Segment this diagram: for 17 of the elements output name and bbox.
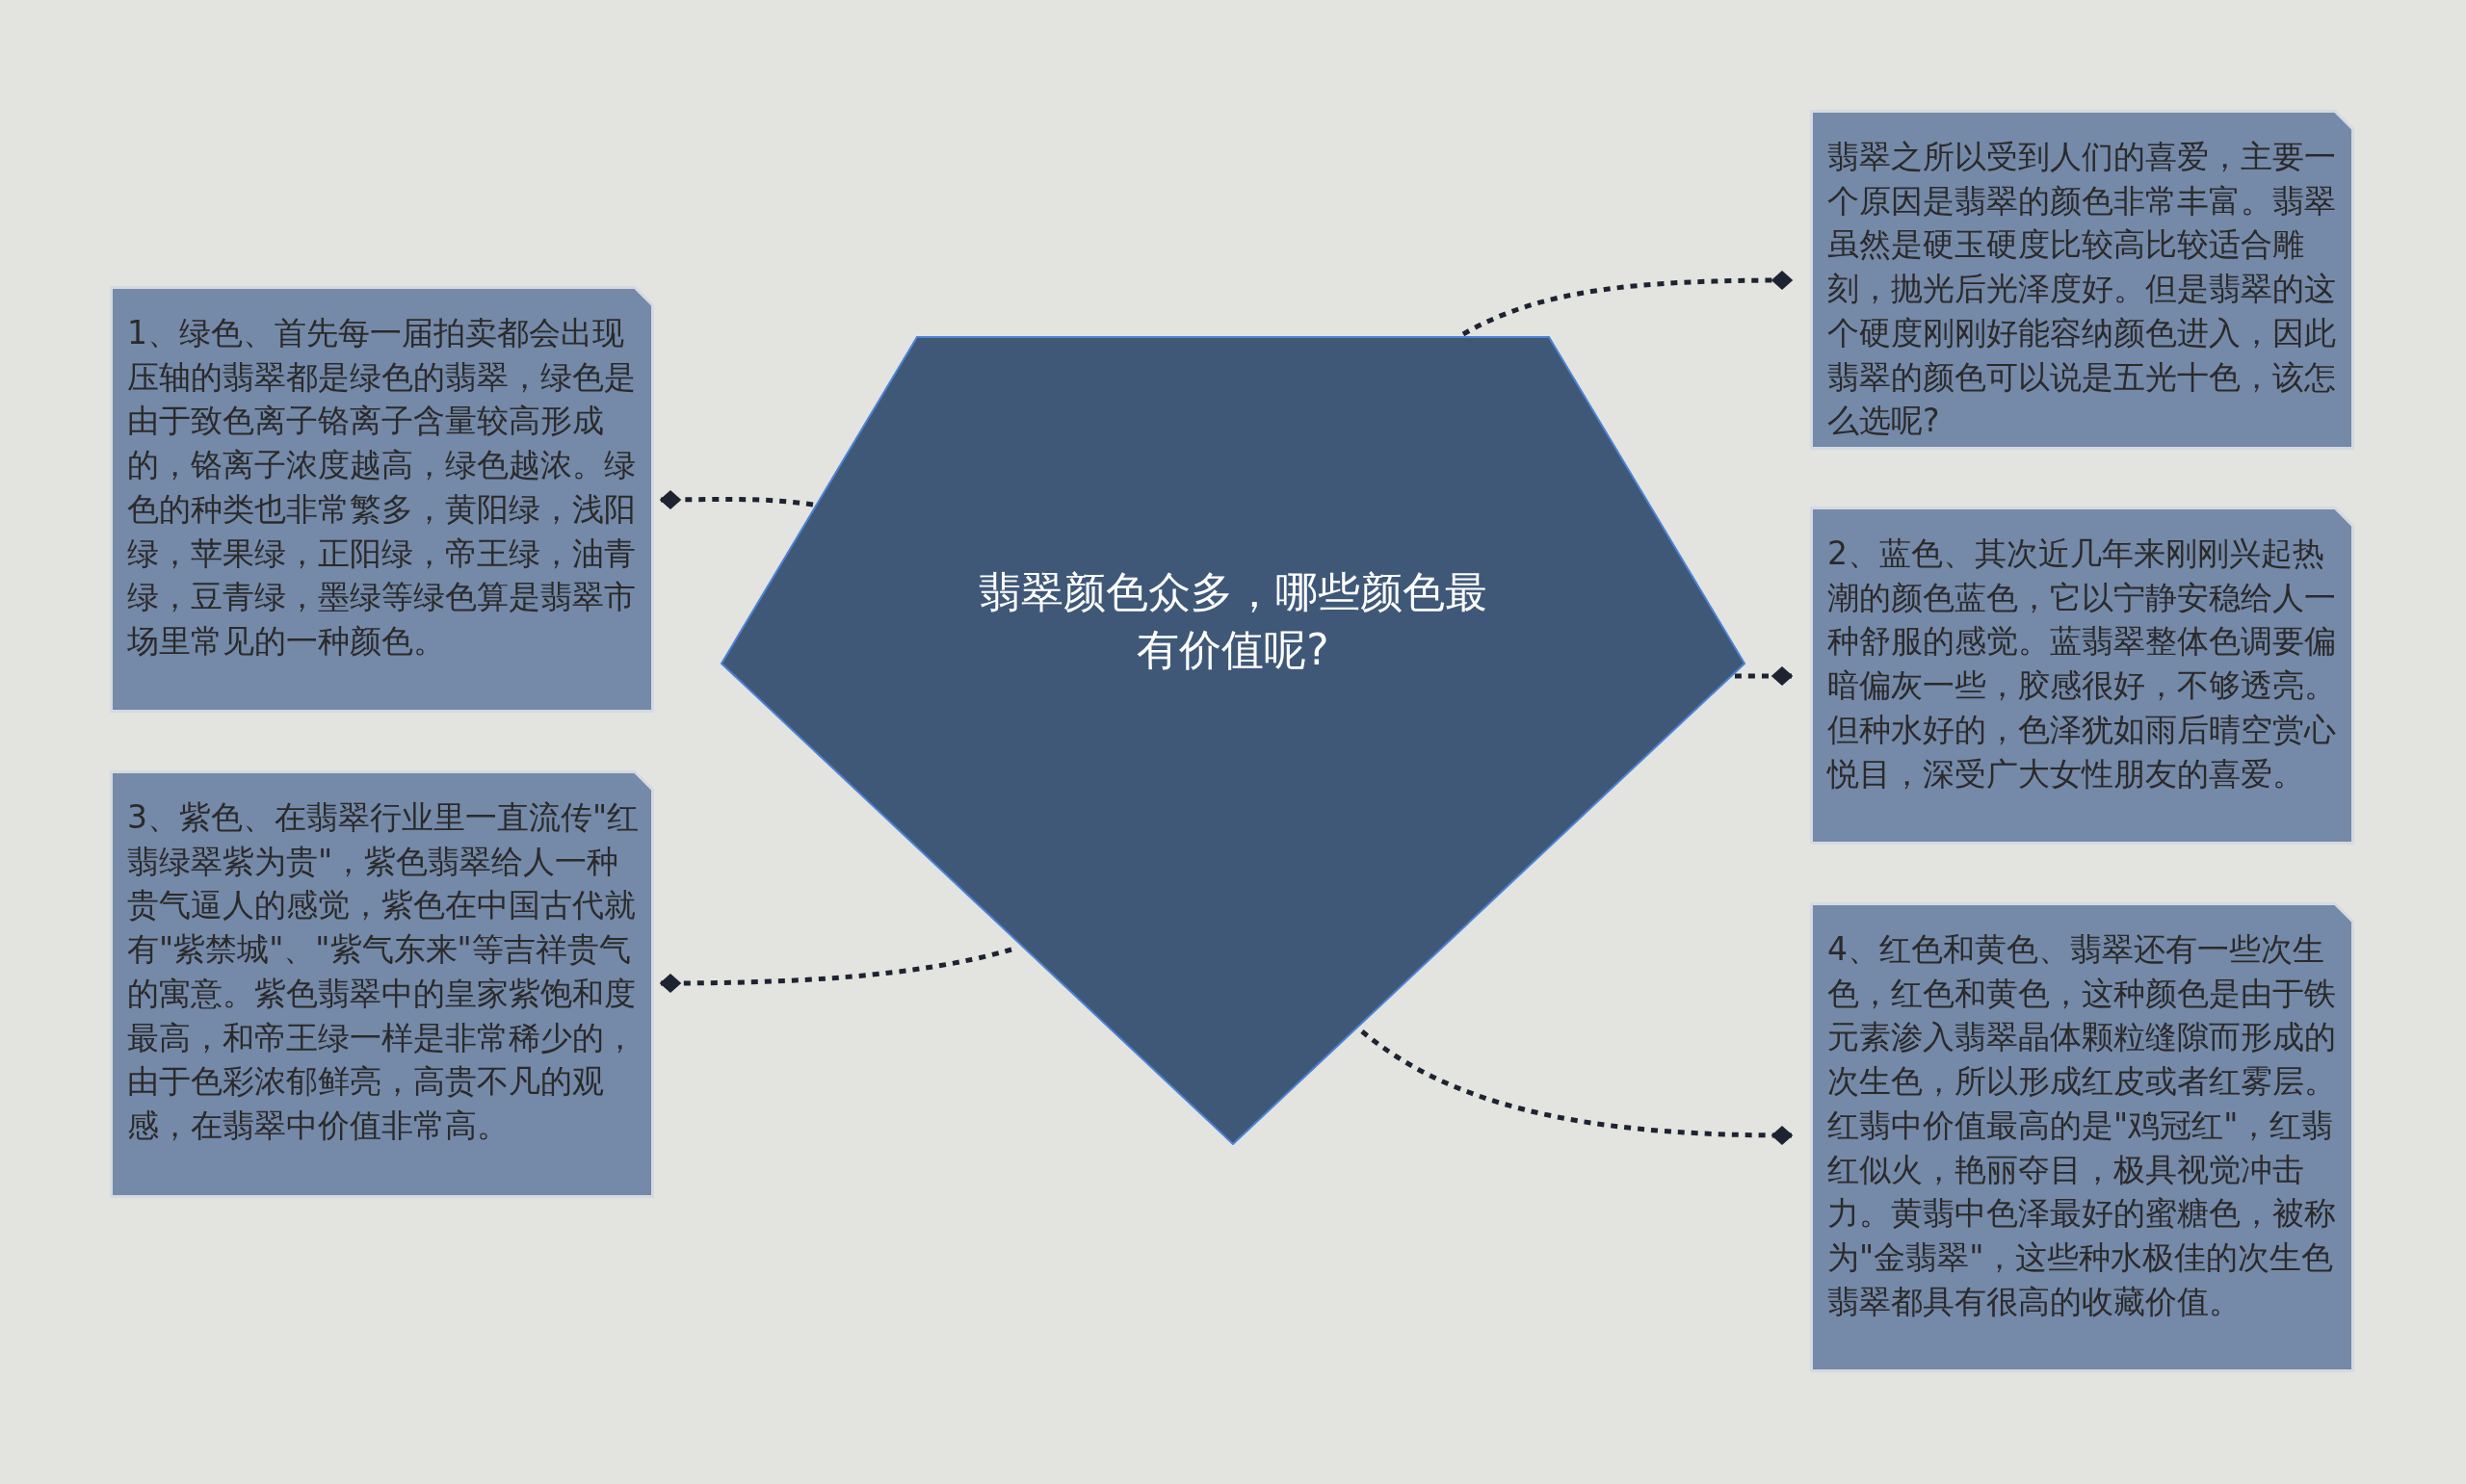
node-text: 3、紫色、在翡翠行业里一直流传"红翡绿翠紫为贵"，紫色翡翠给人一种贵气逼人的感觉，紫色在中国古代就有"紫禁城"、"紫气东来"等吉祥贵气的寓意。紫色翡翠中的皇家紫饱和度最高，和帝王绿一样是非常稀少的，由于色彩浓郁鲜亮，高贵不凡的观感，在翡翠中价值非常高。 bbox=[127, 797, 640, 1146]
node-text: 1、绿色、首先每一届拍卖都会出现压轴的翡翠都是绿色的翡翠，绿色是由于致色离子铬离子含量较高形成的，铬离子浓度越高，绿色越浓。绿色的种类也非常繁多，黄阳绿，浅阳绿，苹果绿，正阳绿，帝王绿，油青绿，豆青绿，墨绿等绿色算是翡翠市场里常见的一种颜色。 bbox=[127, 313, 637, 662]
connector bbox=[1735, 666, 1794, 686]
connector bbox=[1461, 271, 1794, 337]
connector bbox=[1360, 1029, 1794, 1145]
node-text: 4、红色和黄色、翡翠还有一些次生色，红色和黄色，这种颜色是由于铁元素渗入翡翠晶体颗粒缝隙而形成的次生色，所以形成红皮或者红雾层。红翡中价值最高的是"鸡冠红"，红翡红似火，艳丽夺目，极具视觉冲击力。黄翡中色泽最好的蜜糖色，被称为"金翡翠"，这些种水极佳的次生色翡翠都具有很高的收藏价值。 bbox=[1827, 929, 2337, 1322]
text-box bbox=[1810, 110, 2354, 450]
text-box bbox=[1810, 902, 2354, 1372]
node-title: 翡翠颜色众多，哪些颜色最有价值呢? bbox=[978, 566, 1488, 676]
text-box bbox=[1810, 507, 2354, 845]
pentagon-node bbox=[721, 336, 1745, 1145]
text-box bbox=[110, 286, 654, 713]
text-box bbox=[110, 770, 654, 1198]
node-text: 翡翠之所以受到人们的喜爱，主要一个原因是翡翠的颜色非常丰富。翡翠虽然是硬玉硬度比较高比较适合雕刻，抛光后光泽度好。但是翡翠的这个硬度刚刚好能容纳颜色进入，因此翡翠的颜色可以说是五光十色，该怎么选呢? bbox=[1827, 137, 2337, 442]
node-text: 2、蓝色、其次近几年来刚刚兴起热潮的颜色蓝色，它以宁静安稳给人一种舒服的感觉。蓝翡翠整体色调要偏暗偏灰一些，胶感很好，不够透亮。但种水好的，色泽犹如雨后晴空赏心悦目，深受广大女性朋友的喜爱。 bbox=[1827, 534, 2337, 794]
connector bbox=[659, 947, 1012, 993]
connector bbox=[659, 489, 814, 509]
